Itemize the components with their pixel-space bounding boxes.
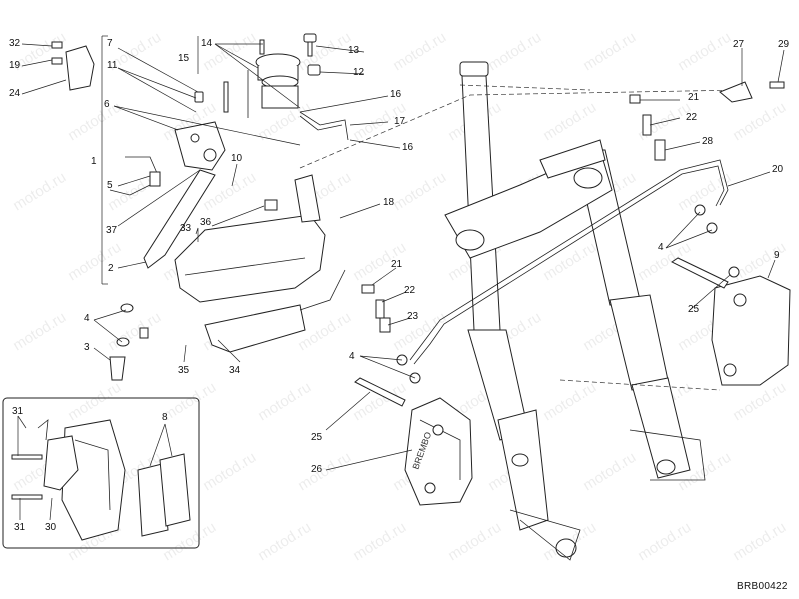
caliper-right xyxy=(711,275,791,386)
callout-4-right: 4 xyxy=(658,242,664,253)
callout-36: 36 xyxy=(200,217,212,228)
switch-cable xyxy=(109,156,161,196)
callout-12: 12 xyxy=(353,67,365,78)
inset-bolts xyxy=(11,419,49,500)
leader-lines xyxy=(17,35,785,521)
brake-line-left xyxy=(409,159,729,365)
callout-18: 18 xyxy=(383,197,395,208)
callout-22-center: 22 xyxy=(404,285,416,296)
callout-9: 9 xyxy=(774,250,780,261)
callout-7: 7 xyxy=(107,38,113,49)
lower-cover xyxy=(204,269,346,353)
callout-21-center: 21 xyxy=(391,259,403,270)
triple-clamp xyxy=(444,139,613,259)
callout-1: 1 xyxy=(91,156,97,167)
callout-27: 27 xyxy=(733,39,745,50)
bracket-top-right xyxy=(719,81,785,103)
left-small-parts xyxy=(109,303,149,381)
drawing-code: BRB00422 xyxy=(737,581,788,592)
callout-28: 28 xyxy=(702,136,714,147)
callout-24: 24 xyxy=(9,88,21,99)
callout-21-right: 21 xyxy=(688,92,700,103)
caliper-bolts xyxy=(354,257,729,407)
callout-4-left: 4 xyxy=(84,313,90,324)
callout-23: 23 xyxy=(407,311,419,322)
fittings-center xyxy=(361,284,421,384)
callout-32: 32 xyxy=(9,38,21,49)
front-fork-right xyxy=(574,149,706,481)
brake-lever xyxy=(143,169,216,269)
inset-pads xyxy=(137,453,191,537)
callout-15: 15 xyxy=(178,53,190,64)
callout-22-right: 22 xyxy=(686,112,698,123)
callout-6: 6 xyxy=(104,99,110,110)
callout-14: 14 xyxy=(201,38,213,49)
callout-13: 13 xyxy=(348,45,360,56)
callout-25-right: 25 xyxy=(688,304,700,315)
callout-3: 3 xyxy=(84,342,90,353)
callout-11: 11 xyxy=(107,60,118,71)
callout-8: 8 xyxy=(162,412,168,423)
callout-19: 19 xyxy=(9,60,21,71)
callout-17: 17 xyxy=(394,116,406,127)
reservoir-hose xyxy=(299,111,349,141)
inset-caliper xyxy=(43,419,126,541)
front-fork-left xyxy=(459,61,581,561)
callout-31-lower: 31 xyxy=(14,522,26,533)
master-cylinder xyxy=(174,121,226,171)
callout-35: 35 xyxy=(178,365,190,376)
mirror-clamp xyxy=(51,41,95,91)
callout-25-left: 25 xyxy=(311,432,323,443)
callout-16-lower: 16 xyxy=(402,142,414,153)
callout-30: 30 xyxy=(45,522,57,533)
callout-37: 37 xyxy=(106,225,118,236)
callout-5: 5 xyxy=(107,180,113,191)
callout-31-upper: 31 xyxy=(12,406,24,417)
caliper-left: BREMBO xyxy=(404,397,473,506)
cover-housing xyxy=(174,174,326,303)
callout-10: 10 xyxy=(231,153,243,164)
reservoir xyxy=(247,53,301,118)
callout-29: 29 xyxy=(778,39,790,50)
callout-33: 33 xyxy=(180,223,192,234)
callout-26: 26 xyxy=(311,464,323,475)
inset-box xyxy=(2,397,200,549)
callout-34: 34 xyxy=(229,365,241,376)
bolts-top xyxy=(194,33,321,113)
callout-2: 2 xyxy=(108,263,114,274)
callout-20: 20 xyxy=(772,164,784,175)
callout-4-center: 4 xyxy=(349,351,355,362)
callout-16-upper: 16 xyxy=(390,89,402,100)
